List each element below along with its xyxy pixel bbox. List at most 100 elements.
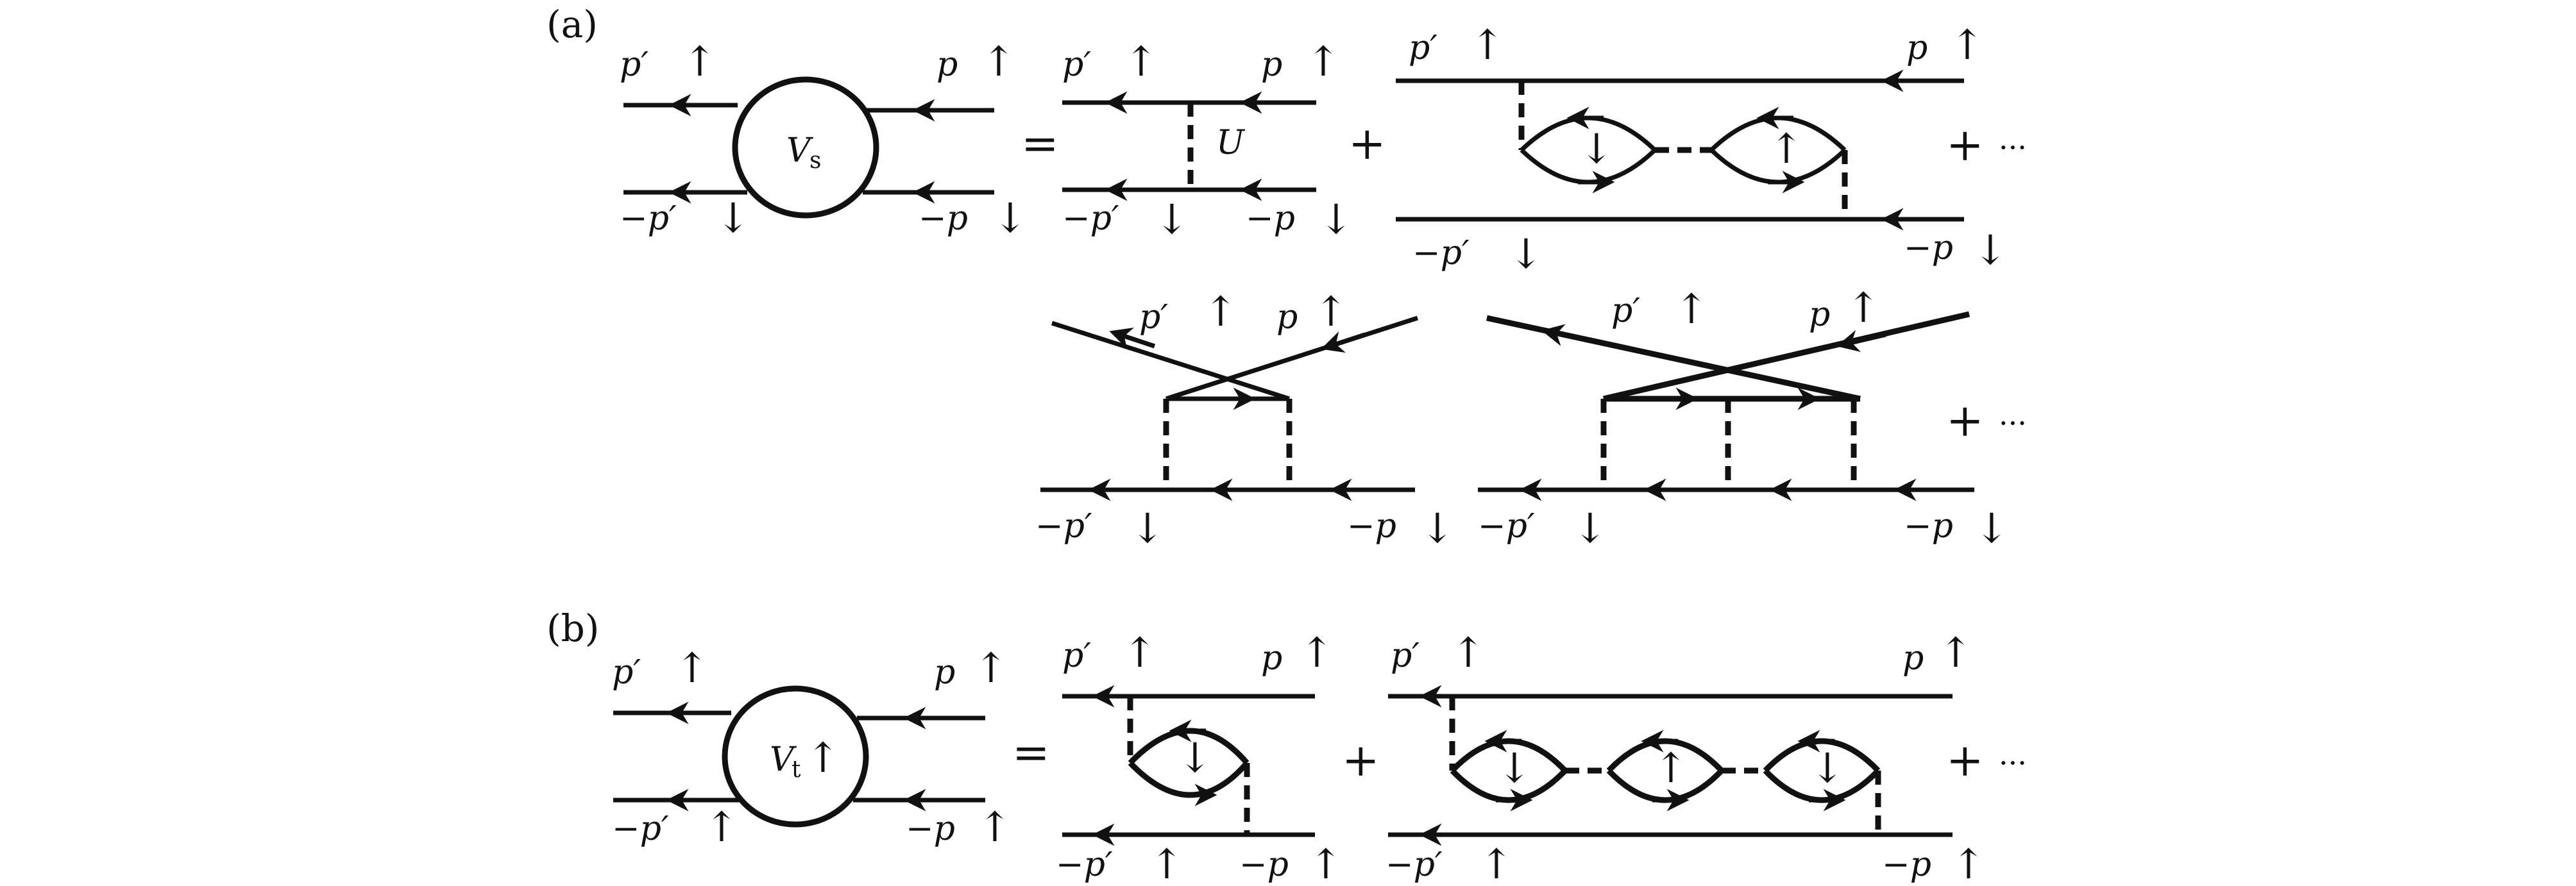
spin-label: ↓ (1319, 196, 1353, 244)
vertex-subscript: s (809, 147, 821, 174)
spin-label: ↑ (1149, 841, 1184, 886)
momentum-label: −p′ (620, 199, 677, 238)
crossed-line (1051, 321, 1291, 401)
spin-label: ↑ (1951, 841, 1986, 886)
momentum-label: −p (1882, 846, 1931, 884)
ellipsis: ··· (1999, 746, 2027, 780)
three-bubble-chain-diagram: ↓ ↑ ↓ p′ ↑ p ↑ −p′ ↑ −p ↑ (1385, 630, 1986, 886)
momentum-label: −p (1239, 846, 1289, 884)
spin-label: ↓ (1509, 231, 1543, 278)
spin-label: ↑ (978, 804, 1012, 851)
arrow-icon (1321, 331, 1366, 353)
momentum-label: −p′ (1056, 846, 1113, 884)
momentum-label: p′ (612, 653, 641, 692)
crossed-ladder-three-rung-diagram: p′ ↑ p ↑ −p′ ↓ −p ↓ (1478, 285, 2009, 553)
spin-label: ↓ (716, 195, 750, 242)
bare-interaction-diagram: U p′ ↑ p ↑ −p′ ↓ −p ↓ (1062, 38, 1353, 244)
spin-label: ↑ (1451, 630, 1486, 677)
spin-label: ↑ (675, 645, 709, 692)
spin-label: ↑ (974, 645, 1008, 692)
plus-sign: + (1348, 117, 1386, 170)
ellipsis: ··· (1999, 130, 2027, 165)
spin-label: ↑ (1769, 126, 1804, 173)
momentum-label: −p (1904, 229, 1953, 267)
spin-label: ↓ (1155, 196, 1189, 244)
spin-label: ↓ (1178, 735, 1212, 782)
spin-label: ↑ (1654, 745, 1688, 792)
plus-sign: + (1342, 734, 1380, 787)
vertex-vs-diagram: V s p′ ↑ p ↑ −p′ ↓ −p ↓ (620, 38, 1028, 242)
momentum-label: −p′ (1385, 846, 1443, 884)
spin-label: ↓ (1974, 505, 2009, 553)
momentum-label: p′ (1611, 292, 1640, 330)
crossed-line (1602, 311, 1970, 402)
spin-label: ↑ (1938, 630, 1973, 677)
momentum-label: p (934, 653, 955, 692)
momentum-label: −p′ (1035, 507, 1092, 546)
spin-label: ↓ (1130, 505, 1165, 553)
spin-label: ↑ (1203, 288, 1238, 336)
spin-label: ↓ (1497, 745, 1532, 792)
spin-label: ↑ (1846, 285, 1881, 332)
equals-sign: = (1021, 117, 1059, 170)
arrow-icon (1836, 330, 1886, 353)
spin-label: ↓ (1573, 505, 1607, 553)
interaction-label: U (1216, 124, 1246, 162)
plus-sign: + (1946, 119, 1984, 171)
spin-label: ↑ (1314, 288, 1348, 336)
ellipsis: ··· (1999, 406, 2027, 440)
momentum-label: p′ (1409, 29, 1437, 67)
spin-label: ↑ (1470, 22, 1505, 69)
momentum-label: −p (919, 199, 968, 238)
spin-label: ↑ (1123, 630, 1157, 677)
spin-label: ↓ (1579, 126, 1614, 173)
plus-sign: + (1946, 734, 1984, 787)
vertex-circle (722, 685, 869, 828)
spin-label: ↑ (981, 38, 1016, 86)
momentum-label: −p (1904, 507, 1953, 546)
spin-label: ↓ (1973, 227, 2008, 274)
spin-label: ↑ (682, 38, 717, 86)
arrow-icon (1541, 324, 1591, 346)
vertex-vt-diagram: V t ↑ p′ ↑ p ↑ −p′ ↑ −p ↑ (612, 645, 1012, 851)
momentum-label: −p′ (1478, 507, 1535, 546)
momentum-label: p (1809, 296, 1830, 334)
vertex-circle (732, 76, 879, 219)
momentum-label: p′ (1062, 46, 1091, 84)
arrow-icon (1109, 327, 1156, 349)
spin-label: ↑ (1479, 841, 1514, 886)
crossed-line (1486, 315, 1861, 402)
single-bubble-diagram: ↓ p′ ↑ p ↑ −p′ ↑ −p ↑ (1056, 630, 1343, 886)
bubble-chain-diagram: ↓ ↑ p′ ↑ p ↑ −p′ ↓ −p ↓ (1396, 22, 2008, 278)
momentum-label: p (1276, 298, 1298, 337)
plus-sign: + (1946, 394, 1984, 447)
momentum-label: p (936, 46, 958, 84)
momentum-label: −p (1246, 199, 1295, 238)
momentum-label: −p (1347, 507, 1396, 546)
spin-label: ↑ (1300, 630, 1334, 677)
momentum-label: p (1261, 639, 1282, 678)
momentum-label: −p′ (612, 810, 669, 848)
spin-label: ↑ (1124, 38, 1158, 86)
crossed-ladder-diagram: p′ ↑ p ↑ −p′ ↓ −p ↓ (1035, 288, 1455, 553)
momentum-label: p′ (1062, 637, 1091, 675)
equals-sign: = (1012, 726, 1050, 779)
momentum-label: −p′ (1062, 199, 1119, 238)
momentum-label: p′ (1139, 298, 1168, 337)
crossed-line (1165, 315, 1419, 401)
vertex-symbol: V (770, 740, 797, 779)
spin-label: ↓ (1420, 505, 1455, 553)
vertex-symbol: V (786, 131, 813, 170)
spin-label: ↓ (1810, 745, 1845, 792)
momentum-label: −p (906, 810, 955, 848)
momentum-label: p′ (1391, 637, 1419, 675)
momentum-label: p (1902, 639, 1924, 678)
spin-label: ↑ (1306, 38, 1341, 86)
momentum-label: p′ (620, 46, 648, 84)
spin-label: ↑ (1309, 841, 1343, 886)
panel-label-b: (b) (547, 606, 599, 650)
spin-label: ↑ (704, 804, 739, 851)
spin-label: ↑ (1674, 286, 1709, 333)
vertex-subscript: t (792, 756, 801, 783)
